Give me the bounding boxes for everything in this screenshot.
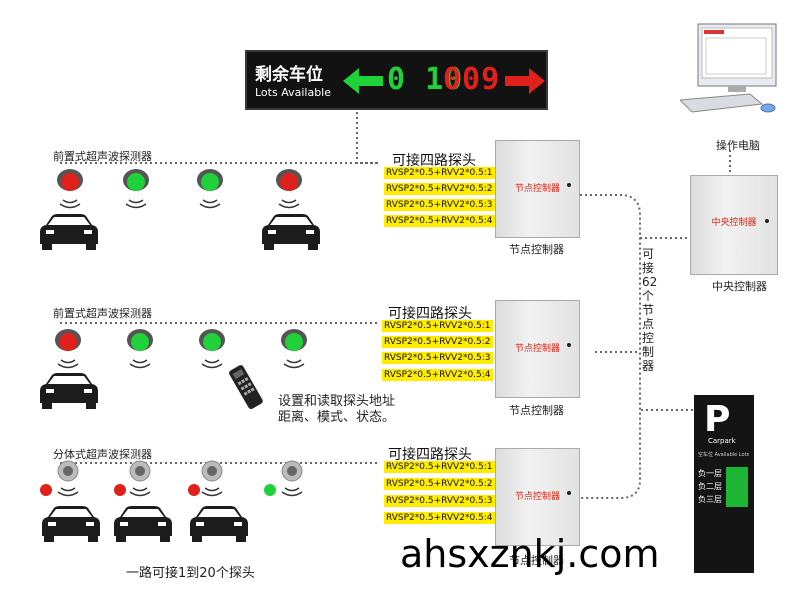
port-label: RVSP2*0.5+RVV2*0.5:3 bbox=[384, 199, 495, 211]
remote-text-line: 设置和读取探头地址 bbox=[278, 394, 396, 409]
ultrasonic-sensor-icon bbox=[199, 329, 225, 369]
pc-label: 操作电脑 bbox=[716, 139, 760, 152]
node-box-label: 节点控制器 bbox=[514, 492, 560, 503]
ultrasonic-sensor-icon bbox=[281, 329, 307, 369]
port-label: RVSP2*0.5+RVV2*0.5:3 bbox=[382, 352, 493, 364]
central-label: 中央控制器 bbox=[712, 280, 767, 293]
parking-letter: P bbox=[704, 399, 731, 440]
ultrasonic-sensor-icon bbox=[123, 169, 149, 209]
watermark: ahsxznkj.com bbox=[400, 532, 660, 576]
node-label: 节点控制器 bbox=[509, 404, 564, 417]
parking-guidance-sign: P Carpark 空车位 Available Lots 负一层 负二层 负三层 bbox=[694, 395, 754, 573]
sign-title-zh: 剩余车位 bbox=[255, 65, 323, 85]
port-label: RVSP2*0.5+RVV2*0.5:3 bbox=[384, 495, 495, 507]
node-label: 节点控制器 bbox=[509, 243, 564, 256]
parking-levels: 负一层 负二层 负三层 bbox=[698, 467, 722, 506]
port-label: RVSP2*0.5+RVV2*0.5:2 bbox=[384, 183, 495, 195]
indicator-light-icon bbox=[40, 484, 52, 496]
indicator-light-icon bbox=[264, 484, 276, 496]
detector-type-label: 分体式超声波探测器 bbox=[53, 448, 152, 461]
port-label: RVSP2*0.5+RVV2*0.5:2 bbox=[384, 478, 495, 490]
ultrasonic-sensor-icon bbox=[57, 169, 83, 209]
node-label: 节点控制器 bbox=[509, 554, 564, 567]
central-controller-cabinet: 中央控制器 bbox=[690, 175, 778, 275]
level-label: 负三层 bbox=[698, 495, 722, 504]
computer-icon bbox=[678, 23, 777, 113]
operating-pc bbox=[678, 22, 780, 122]
remaining-spaces-sign: 剩余车位 Lots Available 0 10 009 bbox=[245, 50, 548, 110]
connect-62-label: 可接62个节点控制器 bbox=[642, 247, 658, 373]
detector-type-label: 前置式超声波探测器 bbox=[53, 150, 152, 163]
indicator-light-icon bbox=[114, 484, 126, 496]
port-label: RVSP2*0.5+RVV2*0.5:1 bbox=[384, 167, 495, 179]
level-count-display bbox=[726, 467, 748, 507]
parking-subtitle: 空车位 Available Lots bbox=[698, 452, 750, 458]
arrow-left-icon bbox=[343, 68, 383, 94]
level-label: 负一层 bbox=[698, 469, 722, 478]
split-sensor-icon bbox=[57, 460, 79, 497]
ultrasonic-sensor-icon bbox=[127, 329, 153, 369]
remote-control-icon bbox=[229, 365, 263, 410]
ultrasonic-sensor-icon bbox=[55, 329, 81, 369]
split-sensor-icon bbox=[201, 460, 223, 497]
four-ports-label: 可接四路探头 bbox=[388, 447, 472, 463]
sign-count-red: 009 bbox=[443, 62, 501, 97]
port-label: RVSP2*0.5+RVV2*0.5:4 bbox=[384, 215, 495, 227]
detector-type-label: 前置式超声波探测器 bbox=[53, 307, 152, 320]
port-label: RVSP2*0.5+RVV2*0.5:1 bbox=[384, 461, 495, 473]
node-controller-cabinet: 节点控制器 bbox=[495, 140, 580, 238]
level-label: 负二层 bbox=[698, 482, 722, 491]
node-box-label: 节点控制器 bbox=[514, 344, 560, 355]
port-label: RVSP2*0.5+RVV2*0.5:1 bbox=[382, 320, 493, 332]
remote-description: 设置和读取探头地址 距离、模式、状态。 bbox=[278, 394, 395, 426]
split-sensor-icon bbox=[281, 460, 303, 497]
node-box-label: 节点控制器 bbox=[514, 184, 560, 195]
indicator-light-icon bbox=[188, 484, 200, 496]
sign-title-en: Lots Available bbox=[255, 86, 331, 99]
node-controller-cabinet: 节点控制器 bbox=[495, 448, 580, 546]
node-controller-cabinet: 节点控制器 bbox=[495, 300, 580, 398]
split-sensor-icon bbox=[129, 460, 151, 497]
port-label: RVSP2*0.5+RVV2*0.5:2 bbox=[382, 336, 493, 348]
four-ports-label: 可接四路探头 bbox=[388, 306, 472, 322]
split-note: 一路可接1到20个探头 bbox=[126, 566, 255, 581]
ultrasonic-sensor-icon bbox=[276, 169, 302, 209]
remote-text-line: 距离、模式、状态。 bbox=[278, 410, 396, 425]
central-box-label: 中央控制器 bbox=[711, 218, 757, 229]
four-ports-label: 可接四路探头 bbox=[392, 153, 476, 169]
ultrasonic-sensor-icon bbox=[197, 169, 223, 209]
port-label: RVSP2*0.5+RVV2*0.5:4 bbox=[384, 512, 495, 524]
port-label: RVSP2*0.5+RVV2*0.5:4 bbox=[382, 369, 493, 381]
sign-count-green: 0 10 bbox=[387, 62, 464, 97]
parking-brand: Carpark bbox=[708, 437, 736, 445]
arrow-right-icon bbox=[505, 68, 545, 94]
